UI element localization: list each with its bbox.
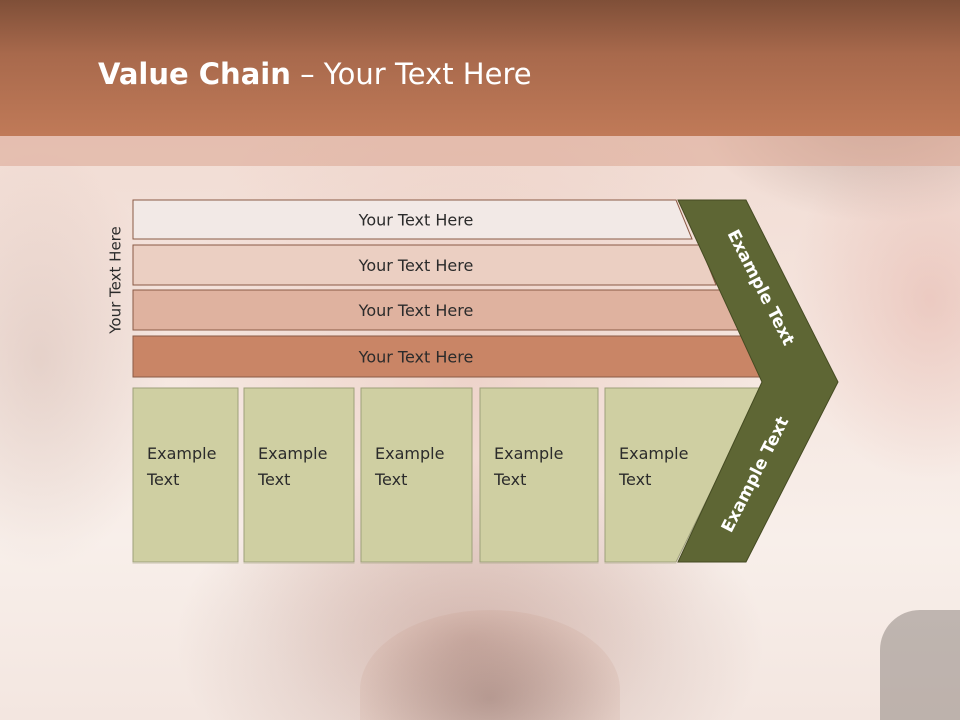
reflection-column-1 — [132, 563, 239, 720]
header-sub-band — [0, 136, 960, 166]
value-bar-label-4: Your Text Here — [358, 348, 474, 367]
vertical-label: Your Text Here — [107, 226, 125, 334]
reflection-column-label-5-line2: Text — [618, 637, 651, 656]
value-bar-2[interactable] — [132, 244, 717, 286]
reflection-chevron — [678, 564, 826, 720]
header-band — [0, 0, 960, 136]
value-bar-label-2: Your Text Here — [358, 256, 474, 275]
reflection-column-label-2-line1: Example — [258, 663, 327, 682]
activity-column-5[interactable] — [604, 387, 763, 563]
activity-column-label-1-line2: Text — [146, 470, 179, 489]
reflection-column-label-4-line1: Example — [494, 663, 563, 682]
slide-title[interactable]: Value Chain – Your Text Here — [98, 52, 532, 96]
reflection-column-2 — [243, 563, 355, 720]
value-bar-label-1: Your Text Here — [358, 211, 474, 230]
activity-column-2[interactable] — [243, 387, 355, 563]
reflection-column-4 — [479, 563, 599, 720]
background-photo-shirt — [880, 610, 960, 720]
activity-column-label-2-line2: Text — [257, 470, 290, 489]
reflection-column-5 — [604, 563, 754, 720]
reflection-column-label-5-line1: Example — [619, 663, 688, 682]
activity-column-4[interactable] — [479, 387, 599, 563]
reflection-column-label-1-line1: Example — [147, 663, 216, 682]
activity-column-label-1-line1: Example — [147, 444, 216, 463]
activity-column-label-4-line1: Example — [494, 444, 563, 463]
activity-column-label-2-line1: Example — [258, 444, 327, 463]
reflection-column-label-1-line2: Text — [146, 637, 179, 656]
activity-column-1[interactable] — [132, 387, 239, 563]
margin-chevron[interactable] — [677, 199, 839, 563]
value-bar-1[interactable] — [132, 199, 693, 240]
slide-title-rest: – Your Text Here — [290, 57, 532, 91]
reflection-column-label-2-line2: Text — [257, 637, 290, 656]
slide-title-bold: Value Chain — [98, 57, 291, 91]
activity-column-label-4-line2: Text — [493, 470, 526, 489]
reflection-column-label-3-line1: Example — [375, 663, 444, 682]
reflection-column-label-4-line2: Text — [493, 637, 526, 656]
activity-column-3[interactable] — [360, 387, 473, 563]
vertical-label-box[interactable]: Your Text Here — [102, 200, 130, 360]
activity-column-label-3-line1: Example — [375, 444, 444, 463]
reflection-column-label-3-line2: Text — [374, 637, 407, 656]
activity-column-label-5-line1: Example — [619, 444, 688, 463]
activity-column-label-3-line2: Text — [374, 470, 407, 489]
reflection-column-3 — [360, 563, 473, 720]
value-bar-label-3: Your Text Here — [358, 301, 474, 320]
activity-column-label-5-line2: Text — [618, 470, 651, 489]
